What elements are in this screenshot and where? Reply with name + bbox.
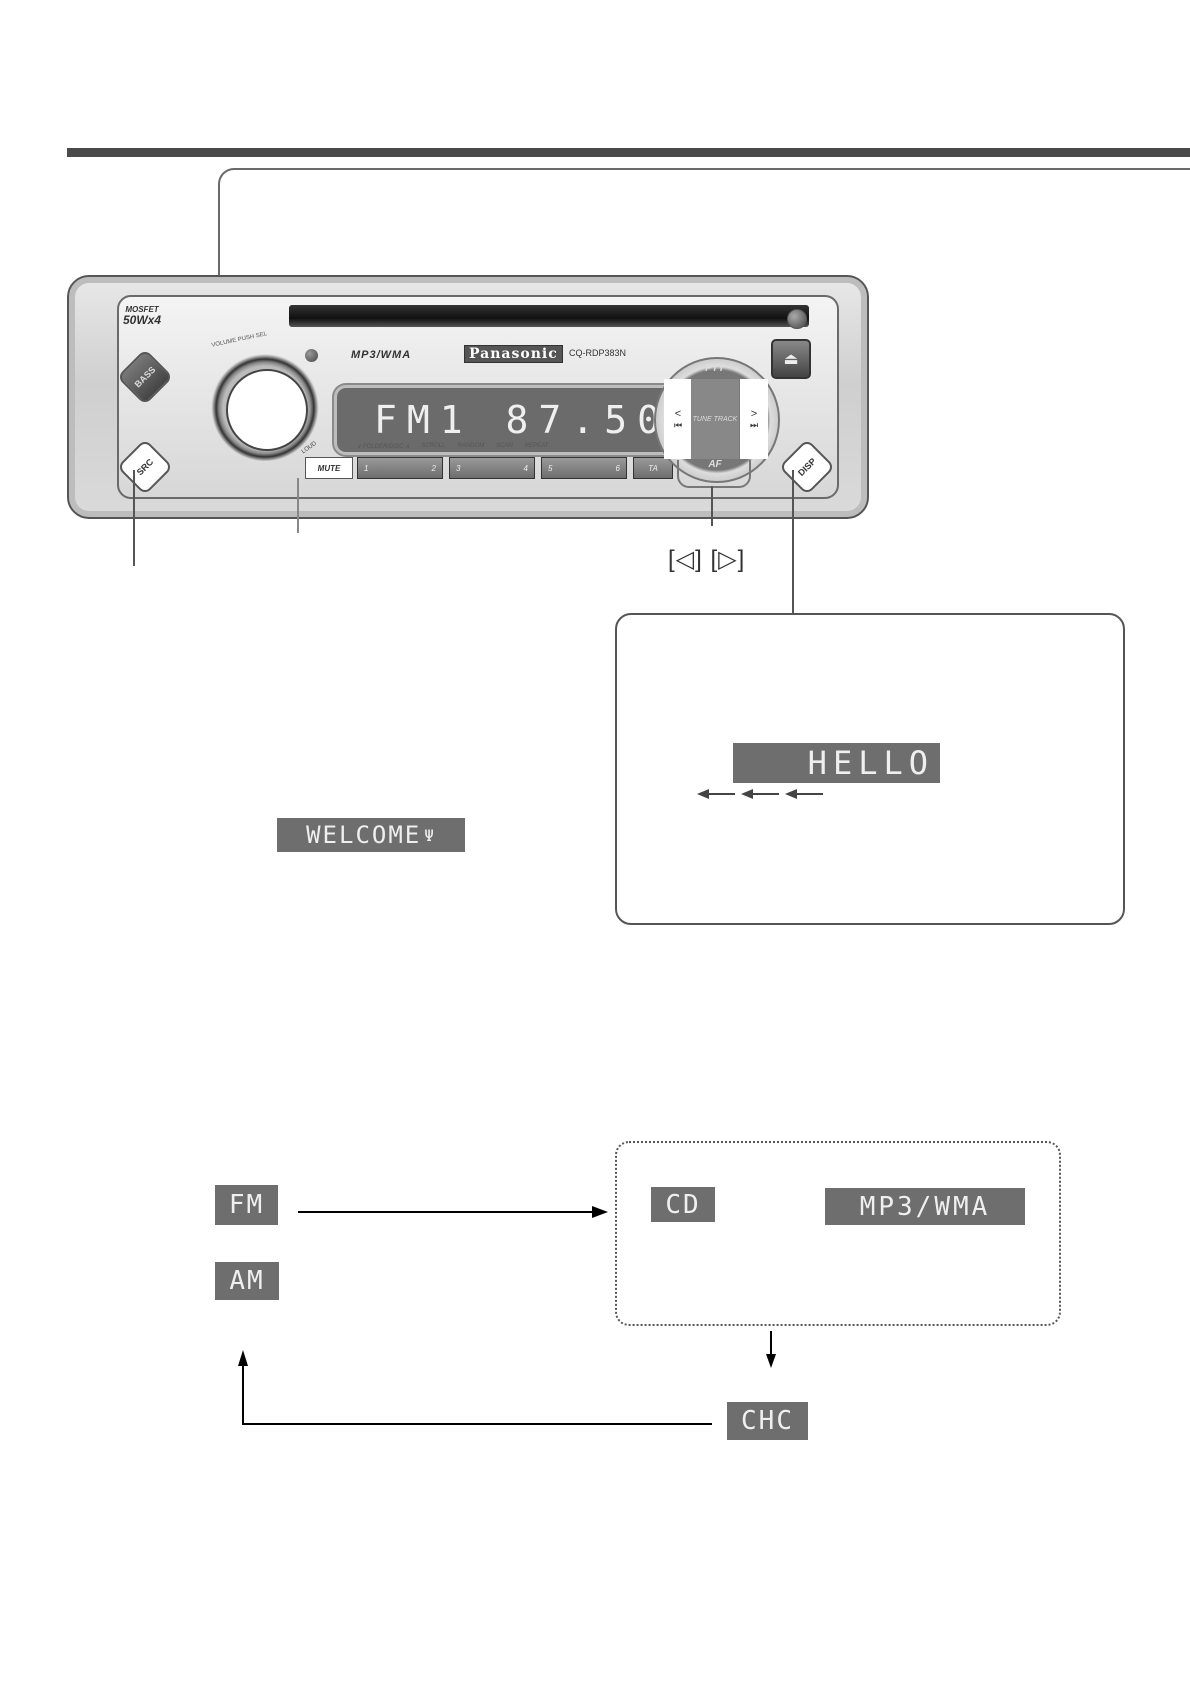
eject-icon: ⏏ bbox=[783, 351, 799, 368]
brand-logo: Panasonic bbox=[464, 345, 563, 363]
am-source-display: AM bbox=[215, 1262, 279, 1300]
pty-button[interactable]: PTY bbox=[705, 363, 725, 374]
cd-text: CD bbox=[665, 1189, 701, 1220]
tune-track-label: TUNE TRACK bbox=[691, 379, 739, 459]
seek-forward-button[interactable]: > ⏭ bbox=[740, 379, 768, 459]
fm-to-disc-arrow bbox=[298, 1206, 608, 1218]
chc-text: CHC bbox=[741, 1406, 794, 1436]
preset-1: 1 bbox=[364, 463, 369, 473]
skip-forward-icon: ⏭ bbox=[749, 419, 759, 430]
chc-source-display: CHC bbox=[727, 1402, 808, 1440]
preset-2: 2 bbox=[431, 463, 436, 473]
volume-knob-leader-line bbox=[218, 168, 1190, 330]
src-leader-line bbox=[133, 470, 135, 566]
seek-back-button[interactable]: < ⏮ bbox=[664, 379, 692, 459]
eject-button[interactable]: ⏏ bbox=[771, 339, 811, 379]
preset-function-labels: ∨ FOLDER/DISC ∧ SCROLL RANDOM SCAN REPEA… bbox=[357, 443, 697, 450]
ta-button[interactable]: TA bbox=[633, 457, 673, 479]
seek-buttons-bracket bbox=[677, 460, 751, 488]
power-spec: MOSFET 50Wx4 bbox=[119, 305, 165, 327]
preset-4: 4 bbox=[523, 463, 528, 473]
volume-label: VOLUME PUSH SEL bbox=[210, 331, 268, 349]
format-logo: MP3/WMA bbox=[351, 349, 412, 361]
scroll-arrow-icon bbox=[697, 789, 735, 799]
disp-leader-line bbox=[792, 470, 794, 613]
scroll-direction-arrows bbox=[697, 789, 823, 799]
hello-display-text: HELLO bbox=[807, 744, 934, 782]
preset-3: 3 bbox=[456, 463, 461, 473]
radio-faceplate: MOSFET 50Wx4 BASS SRC VOLUME PUSH SEL MP… bbox=[116, 295, 839, 499]
preset-6: 6 bbox=[615, 463, 620, 473]
disc-source-group bbox=[615, 1141, 1061, 1326]
left-chevron-icon: < bbox=[674, 407, 682, 420]
seek-buttons-label: [◁] [▷] bbox=[668, 546, 746, 573]
folder-disc-label: ∨ FOLDER/DISC ∧ bbox=[357, 444, 410, 450]
header-bar bbox=[67, 148, 1190, 157]
scroll-arrow-icon bbox=[741, 789, 779, 799]
model-number: CQ-RDP383N bbox=[569, 348, 627, 358]
cd-slot bbox=[289, 305, 809, 327]
scroll-label: SCROLL bbox=[421, 443, 446, 449]
disp-button[interactable]: DISP bbox=[778, 438, 836, 496]
ta-label: TA bbox=[648, 463, 658, 473]
mp3-wma-source-display: MP3/WMA bbox=[825, 1188, 1025, 1225]
mute-button[interactable]: MUTE bbox=[305, 457, 353, 479]
welcome-display: WELCOME Ψ bbox=[277, 818, 465, 852]
right-chevron-icon: > bbox=[750, 407, 758, 420]
af-button[interactable]: AF bbox=[708, 459, 722, 470]
indicator-led bbox=[305, 349, 318, 362]
src-label: SRC bbox=[134, 456, 156, 478]
welcome-display-text: WELCOME bbox=[306, 821, 422, 849]
mosfet-label: MOSFET bbox=[125, 305, 159, 314]
bass-label: BASS bbox=[132, 364, 158, 390]
skip-back-icon: ⏮ bbox=[673, 419, 683, 430]
display-scroll-panel bbox=[615, 613, 1125, 925]
random-label: RANDOM bbox=[457, 443, 485, 449]
repeat-label: REPEAT bbox=[524, 443, 549, 449]
mp3-wma-text: MP3/WMA bbox=[859, 1191, 991, 1222]
fm-text: FM bbox=[228, 1190, 265, 1220]
disc-to-chc-arrow bbox=[766, 1331, 776, 1368]
preset-5: 5 bbox=[548, 463, 553, 473]
fm-source-display: FM bbox=[215, 1185, 278, 1225]
cd-source-display: CD bbox=[651, 1187, 715, 1222]
disp-label: DISP bbox=[796, 456, 818, 478]
scan-label: SCAN bbox=[496, 443, 513, 449]
am-text: AM bbox=[229, 1266, 265, 1296]
power-value: 50Wx4 bbox=[122, 313, 162, 327]
jog-dial[interactable]: PTY < ⏮ TUNE TRACK > ⏭ AF bbox=[654, 357, 780, 483]
chc-to-fm-arrow bbox=[238, 1350, 712, 1425]
indicator-led-right bbox=[787, 309, 807, 329]
seek-buttons-leader-line bbox=[711, 486, 713, 526]
bass-button[interactable]: BASS bbox=[116, 348, 174, 406]
main-display-text: FM1 87.50 bbox=[374, 398, 670, 442]
car-stereo-front-panel: MOSFET 50Wx4 BASS SRC VOLUME PUSH SEL MP… bbox=[67, 275, 869, 519]
hello-display: HELLO bbox=[733, 743, 940, 783]
src-button[interactable]: SRC bbox=[116, 438, 174, 496]
mute-leader-line bbox=[297, 478, 299, 533]
scroll-arrow-icon bbox=[785, 789, 823, 799]
main-display: FM1 87.50 bbox=[334, 385, 710, 455]
antenna-icon: Ψ bbox=[424, 825, 436, 845]
volume-knob[interactable] bbox=[226, 369, 308, 451]
mute-label: MUTE bbox=[317, 463, 341, 473]
